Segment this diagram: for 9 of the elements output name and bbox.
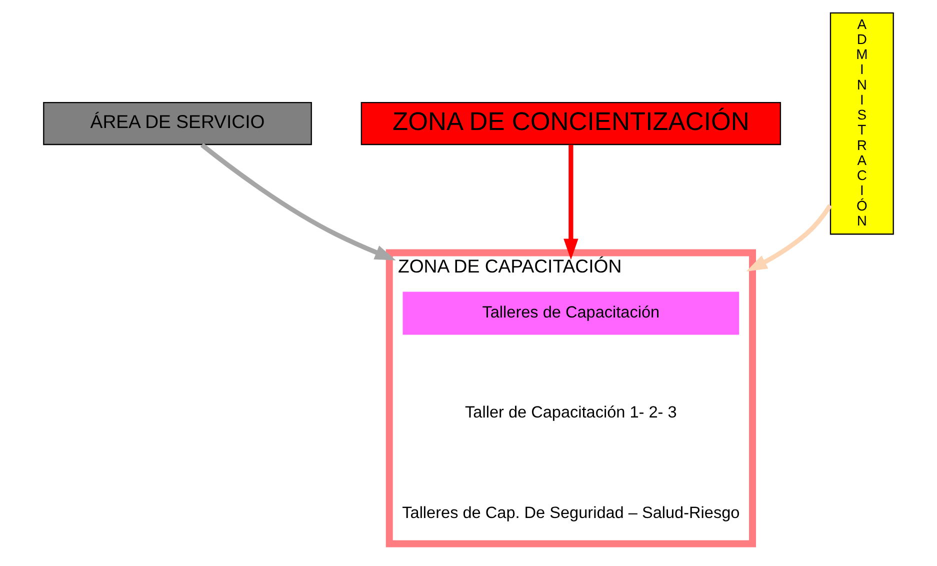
arrow <box>200 143 396 260</box>
node-text: Talleres de Cap. De Seguridad – Salud-Riesgo <box>402 504 740 522</box>
node-box: ÁREA DE SERVICIO <box>43 102 312 146</box>
node-box: ZONA DE CONCIENTIZACIÓN <box>360 102 782 146</box>
node-box: Talleres de Capacitación <box>402 292 740 335</box>
node-text: Taller de Capacitación 1- 2- 3 <box>465 404 677 422</box>
node-box: ADMINISTRACIÓN <box>830 12 894 235</box>
arrow <box>564 144 578 260</box>
arrow <box>746 204 832 272</box>
